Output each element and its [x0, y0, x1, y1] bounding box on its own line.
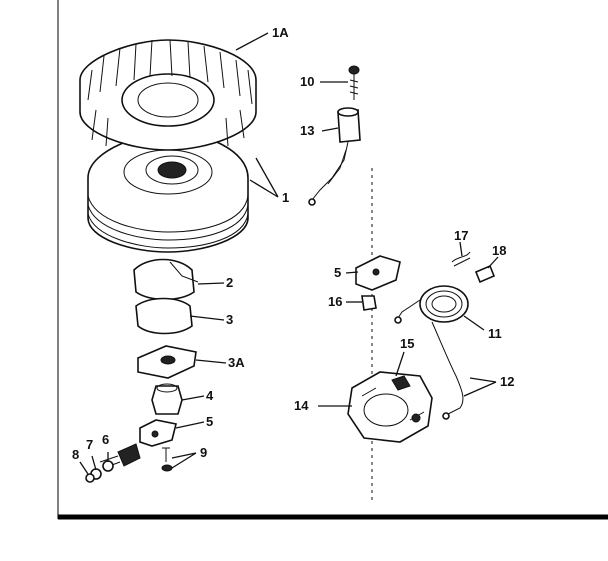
- part-12-lead-wire: [431, 321, 464, 415]
- flywheel: [79, 39, 257, 253]
- label-17: 17: [454, 228, 468, 243]
- part-3: [135, 297, 193, 335]
- label-16: 16: [328, 294, 342, 309]
- label-14: 14: [294, 398, 309, 413]
- label-4: 4: [206, 388, 214, 403]
- label-5-upper: 5: [334, 265, 341, 280]
- label-13: 13: [300, 123, 314, 138]
- part-9-screws: [161, 447, 173, 472]
- label-10: 10: [300, 74, 314, 89]
- part-16-clip: [361, 295, 377, 311]
- label-18: 18: [492, 243, 506, 258]
- part-13-condenser: [308, 107, 361, 206]
- label-12: 12: [500, 374, 514, 389]
- label-3A: 3A: [228, 355, 245, 370]
- part-11-coil: [394, 285, 469, 324]
- label-11: 11: [488, 326, 502, 341]
- label-15: 15: [400, 336, 414, 351]
- label-8: 8: [72, 447, 79, 462]
- label-7: 7: [86, 437, 93, 452]
- part-14-15-armature: [347, 371, 433, 443]
- part-10-screw: [348, 65, 360, 100]
- label-6: 6: [102, 432, 109, 447]
- part-2: [133, 258, 195, 301]
- part-4: [151, 385, 183, 415]
- part-17: [451, 251, 471, 267]
- label-3: 3: [226, 312, 233, 327]
- label-9: 9: [200, 445, 207, 460]
- label-1A: 1A: [272, 25, 289, 40]
- label-5-lower: 5: [206, 414, 213, 429]
- part-18: [474, 264, 496, 284]
- label-1: 1: [282, 190, 289, 205]
- label-2: 2: [226, 275, 233, 290]
- leader-lines: [79, 32, 499, 475]
